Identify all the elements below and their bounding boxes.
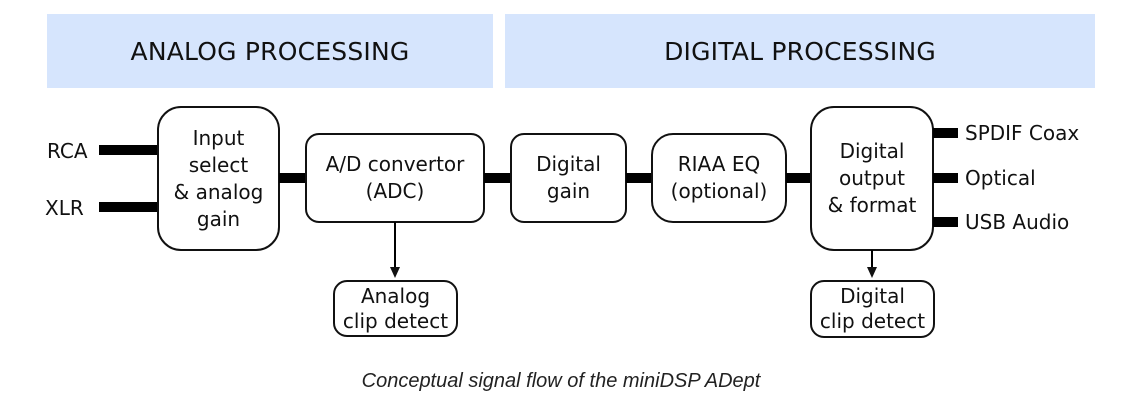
input-xlr-label: XLR bbox=[45, 196, 84, 220]
xlr-connector bbox=[99, 202, 159, 212]
connector-gain-riaa bbox=[626, 173, 653, 183]
output-clip-arrow-head-icon bbox=[867, 267, 877, 278]
digital-output-block: Digital output & format bbox=[810, 106, 934, 251]
digital-gain-block: Digital gain bbox=[510, 133, 627, 223]
connector-input-adc bbox=[279, 173, 307, 183]
analog-clip-detect-block: Analog clip detect bbox=[333, 280, 458, 337]
digital-clip-detect-block: Digital clip detect bbox=[810, 280, 935, 338]
usb-connector bbox=[933, 217, 958, 227]
digital-processing-header: DIGITAL PROCESSING bbox=[505, 14, 1095, 88]
figure-caption: Conceptual signal flow of the miniDSP AD… bbox=[361, 370, 761, 392]
adc-clip-arrow-head-icon bbox=[390, 267, 400, 278]
analog-processing-header: ANALOG PROCESSING bbox=[47, 14, 493, 88]
connector-adc-gain bbox=[484, 173, 512, 183]
rca-connector bbox=[99, 145, 159, 155]
adc-clip-arrow-line bbox=[394, 222, 396, 268]
optical-connector bbox=[933, 173, 958, 183]
input-select-block: Input select & analog gain bbox=[157, 106, 280, 251]
output-clip-arrow-line bbox=[871, 250, 873, 268]
riaa-eq-block: RIAA EQ (optional) bbox=[651, 133, 787, 223]
output-optical-label: Optical bbox=[965, 166, 1036, 190]
analog-processing-label: ANALOG PROCESSING bbox=[130, 36, 410, 66]
digital-processing-label: DIGITAL PROCESSING bbox=[664, 36, 936, 66]
input-rca-label: RCA bbox=[47, 139, 88, 163]
connector-riaa-output bbox=[786, 173, 812, 183]
output-usb-label: USB Audio bbox=[965, 210, 1070, 234]
adc-block: A/D convertor (ADC) bbox=[305, 133, 485, 223]
spdif-connector bbox=[933, 128, 958, 138]
output-spdif-label: SPDIF Coax bbox=[965, 121, 1080, 145]
